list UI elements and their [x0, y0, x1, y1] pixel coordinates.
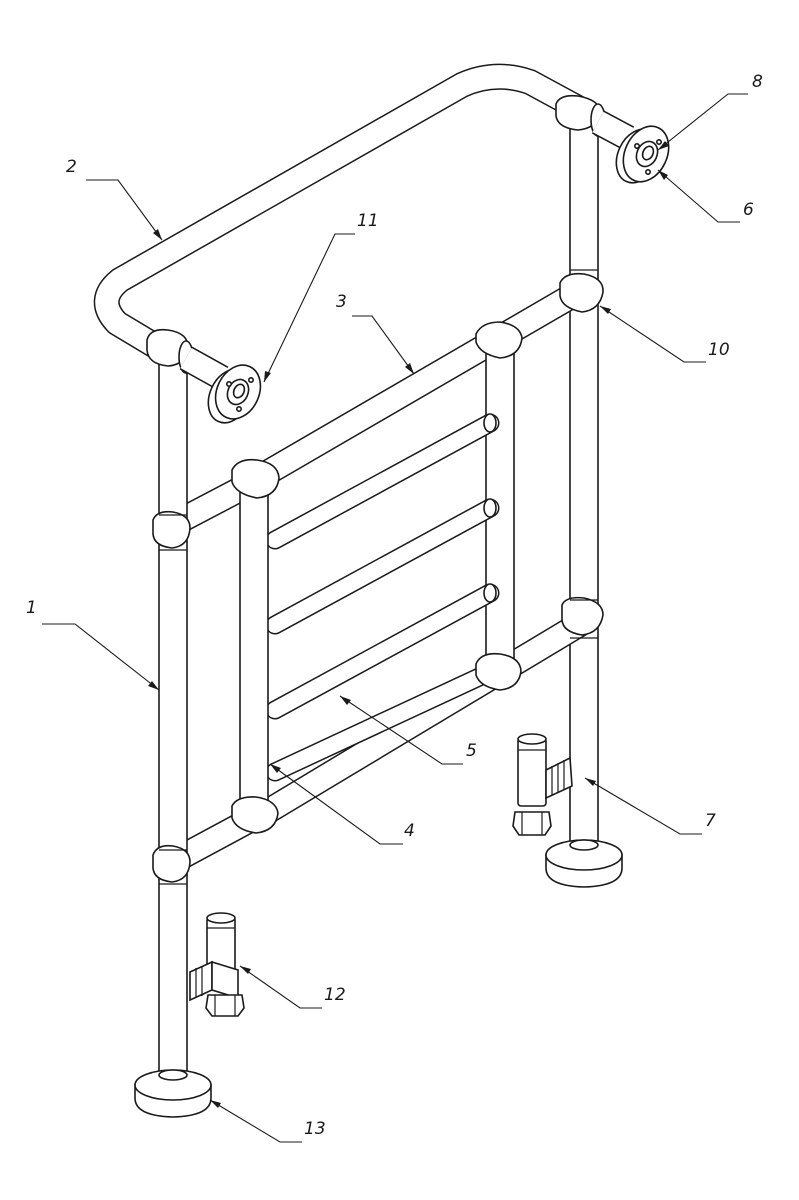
callout-13: 13: [304, 1119, 326, 1139]
towel-bars: [265, 413, 500, 782]
inner-left-vertical: [239, 489, 269, 816]
right-upright: [569, 117, 599, 847]
top-rail: [93, 63, 585, 368]
callout-5: 5: [466, 741, 477, 761]
callout-4: 4: [404, 821, 415, 841]
wall-bracket-rear: [591, 110, 670, 184]
wall-bracket-front: [179, 346, 262, 424]
floor-foot-rear: [545, 839, 623, 888]
callout-10: 10: [708, 340, 730, 360]
callout-1: 1: [26, 598, 37, 618]
left-upright: [158, 359, 188, 1076]
upper-rear-rail: [248, 278, 589, 492]
callout-12: 12: [324, 985, 346, 1005]
callout-labels: 1 2 3 4 5 6 7 8 10 11 12 13: [26, 72, 763, 1139]
callout-2: 2: [66, 157, 77, 177]
valve-front: [189, 912, 245, 1017]
callout-8: 8: [752, 72, 763, 92]
valve-rear: [512, 733, 573, 836]
floor-foot-front: [134, 1069, 212, 1118]
callout-3: 3: [336, 292, 347, 312]
callout-6: 6: [743, 200, 754, 220]
leader-lines: [42, 93, 748, 1143]
callout-11: 11: [357, 211, 379, 231]
callout-7: 7: [705, 811, 716, 831]
